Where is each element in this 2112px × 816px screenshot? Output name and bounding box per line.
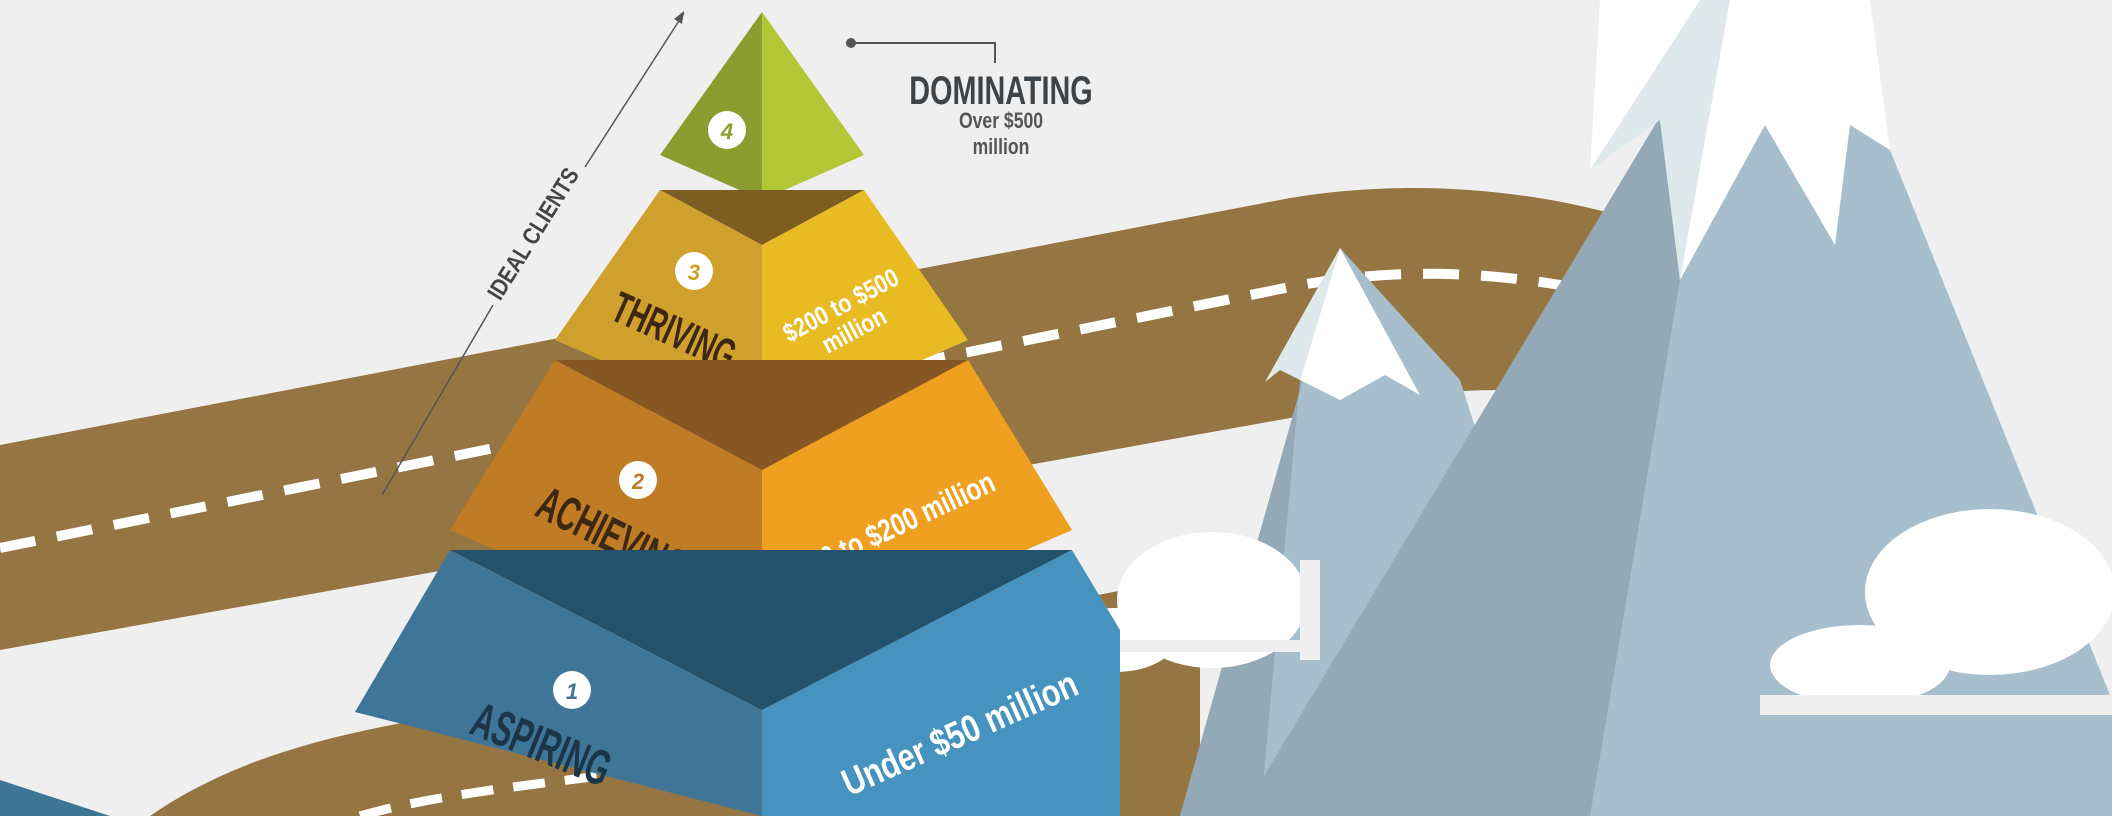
tier-4-number: 4 xyxy=(720,119,733,144)
tier-4-range-line1: Over $500 xyxy=(959,109,1043,133)
tier-1-badge xyxy=(553,671,591,709)
snow-cap xyxy=(1300,248,1420,400)
tier-4-name: DOMINATING xyxy=(909,68,1092,113)
cloud-right xyxy=(1760,509,2112,715)
tier-2-number: 2 xyxy=(631,469,645,494)
tier-2-badge xyxy=(619,461,657,499)
tier-1-number: 1 xyxy=(566,679,578,704)
ideal-clients-label: IDEAL CLIENTS xyxy=(482,163,584,305)
tier-4-dominating: 4 xyxy=(660,12,864,200)
tier-3-badge xyxy=(675,252,713,290)
dominating-callout: DOMINATING Over $500 million xyxy=(846,38,1093,160)
tier-1-aspiring: 1 ASPIRING Under $50 million xyxy=(355,550,1120,816)
tier-3-number: 3 xyxy=(688,260,700,285)
tier-4-badge xyxy=(708,111,746,149)
tier-4-range-line2: million xyxy=(973,135,1030,159)
